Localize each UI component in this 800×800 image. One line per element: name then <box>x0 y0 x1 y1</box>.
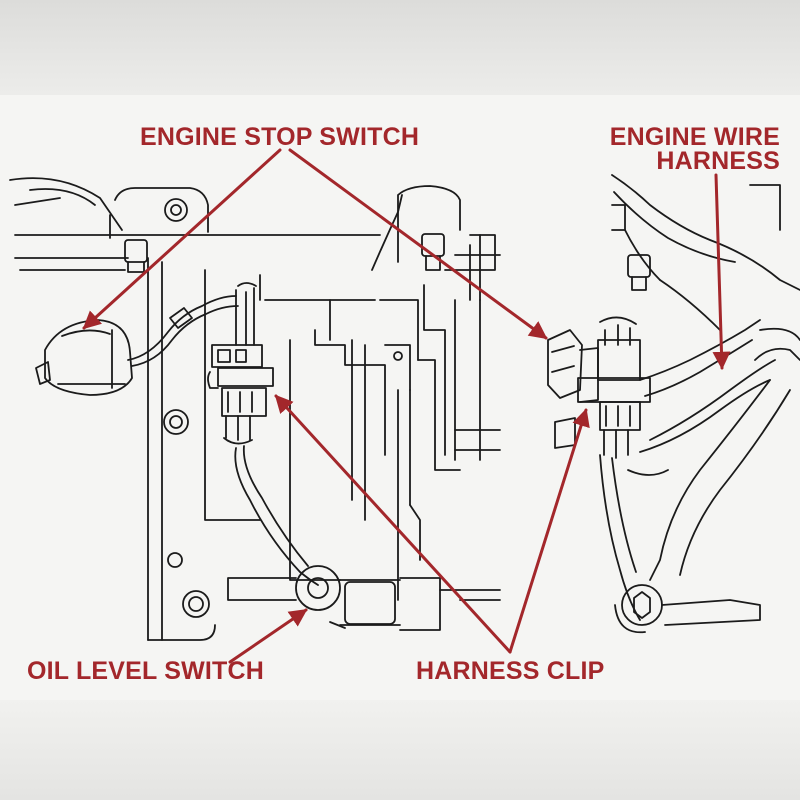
bolt-mid-outer <box>163 409 189 435</box>
connector-upper <box>211 344 263 368</box>
harness-clip-left <box>217 367 274 387</box>
engine-stop-switch-connector <box>547 329 583 399</box>
bolt-lower-outer <box>182 590 210 618</box>
engine-left-view <box>9 177 501 641</box>
connector-lower <box>221 387 267 417</box>
oil-filler-cap <box>344 581 396 625</box>
oil-level-switch-label: OIL LEVEL SWITCH <box>27 657 265 685</box>
oil-level-switch-outer <box>295 565 341 611</box>
harness-clip-label: HARNESS CLIP <box>416 657 605 685</box>
hex-nut-left <box>124 239 148 263</box>
bracket-bolt-hex <box>633 591 651 619</box>
leader-oil-level-switch <box>228 608 308 664</box>
callout-leaders <box>82 148 731 664</box>
engine-right-view <box>547 174 800 634</box>
engine-wire-harness-line2: HARNESS <box>656 147 780 175</box>
leader-wire-harness <box>712 173 731 370</box>
paper-background-bottom <box>0 700 800 800</box>
paper-background-top <box>0 0 800 95</box>
engine-wire-harness-line1: ENGINE WIRE <box>609 123 780 151</box>
bracket-bolt-outer <box>621 584 663 626</box>
bolt-lower-inner <box>188 596 204 612</box>
bolt-mid-inner <box>169 415 183 429</box>
hex-nut-center <box>421 233 445 257</box>
engine-stop-switch-label: ENGINE STOP SWITCH <box>140 123 420 151</box>
connector-right-lower <box>599 401 641 431</box>
diagram-sheet <box>0 95 800 705</box>
hex-nut-right <box>627 254 651 278</box>
leader-harness-clip-right <box>508 408 590 654</box>
engine-stop-switch-knob <box>44 319 133 396</box>
harness-clip-right <box>577 377 651 403</box>
leader-stop-switch-knob <box>82 148 282 330</box>
oil-level-switch-inner <box>307 577 329 599</box>
bolt-upper-outer <box>164 198 188 222</box>
leader-harness-clip-left <box>274 394 512 654</box>
leader-stop-switch-connector <box>288 148 548 340</box>
bolt-upper-inner <box>170 204 182 216</box>
connector-right-upper <box>597 339 641 381</box>
engine-wire-harness-label: ENGINE WIRE HARNESS <box>560 123 780 175</box>
hole-lower <box>167 552 183 568</box>
